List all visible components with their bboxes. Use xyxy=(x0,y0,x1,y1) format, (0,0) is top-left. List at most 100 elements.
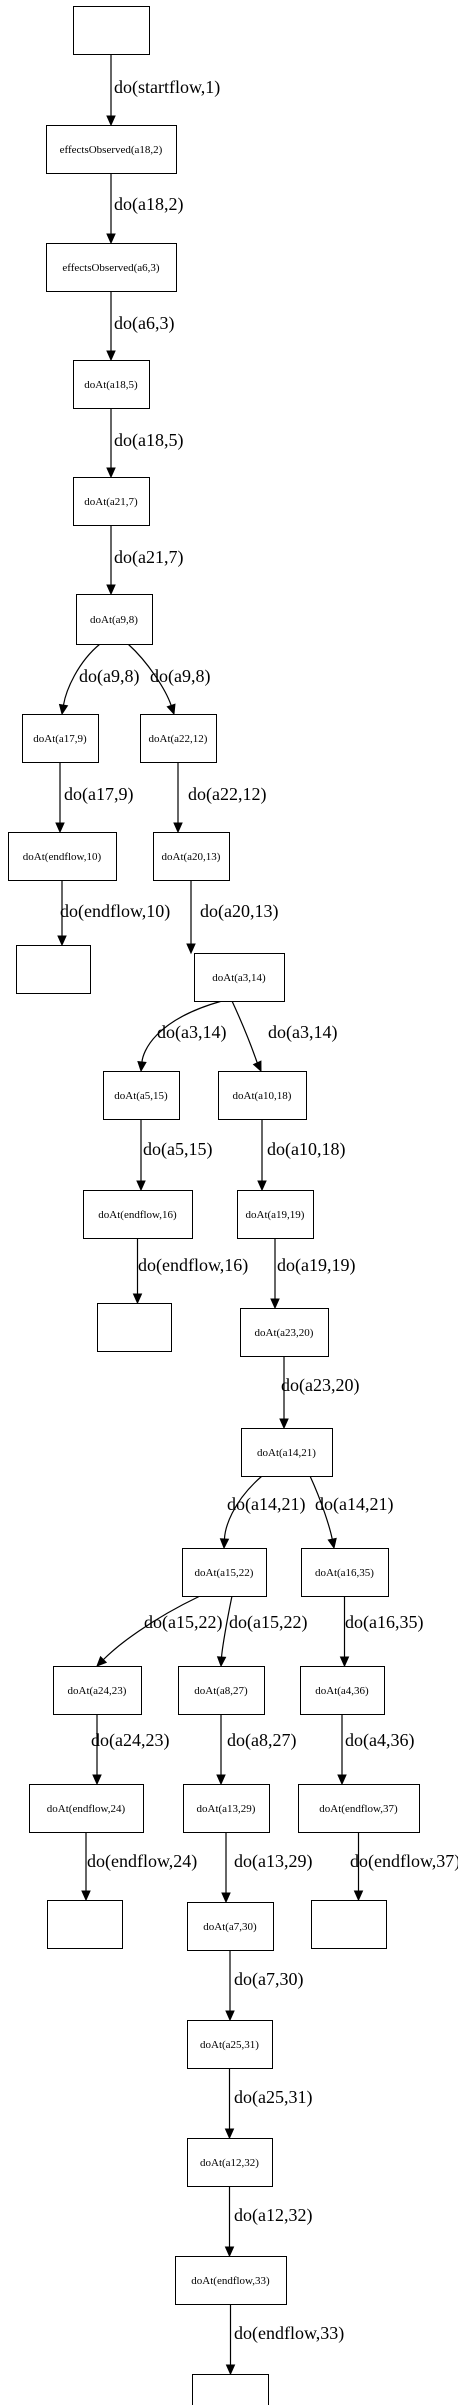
node-box xyxy=(175,2256,287,2305)
arrowhead-icon xyxy=(225,2364,236,2376)
edge-line xyxy=(223,1475,263,1540)
arrowhead-icon xyxy=(106,350,116,362)
arrowhead-icon xyxy=(186,943,196,955)
edge: do(a7,30) xyxy=(225,1950,303,2022)
edge-line xyxy=(220,1595,233,1658)
edge-label: do(a22,12) xyxy=(188,784,266,805)
edge-line xyxy=(141,1000,223,1063)
node-label: doAt(a16,35) xyxy=(315,1567,374,1579)
node-label: doAt(a25,31) xyxy=(200,2039,259,2051)
state-node: doAt(endflow,24) xyxy=(29,1784,144,1833)
arrowhead-icon xyxy=(221,1892,231,1904)
node-label: doAt(a21,7) xyxy=(84,496,138,508)
node-label: doAt(a15,22) xyxy=(195,1567,254,1579)
node-box xyxy=(73,477,150,526)
edge: do(a19,19) xyxy=(270,1238,355,1310)
edge: do(a5,15) xyxy=(136,1119,212,1192)
arrowhead-icon xyxy=(339,1656,350,1668)
edge-label: do(a5,15) xyxy=(143,1139,212,1160)
edge: do(a15,22) xyxy=(216,1595,307,1668)
state-node: doAt(a25,31) xyxy=(187,2020,273,2069)
state-node: doAt(a3,14) xyxy=(194,953,285,1002)
state-node: effectsObserved(a18,2) xyxy=(46,125,177,174)
node-box xyxy=(8,832,117,881)
arrowhead-icon xyxy=(257,1180,267,1192)
edge: do(a10,18) xyxy=(257,1119,345,1192)
node-box xyxy=(46,243,177,292)
edge-label: do(a18,2) xyxy=(114,194,183,215)
node-label: doAt(a18,5) xyxy=(84,379,138,391)
edge-label: do(a9,8) xyxy=(79,666,139,687)
edge-label: do(a20,13) xyxy=(200,901,278,922)
node-box xyxy=(300,1666,385,1715)
edge-label: do(a10,18) xyxy=(267,1139,345,1160)
arrowhead-icon xyxy=(132,1293,143,1305)
state-node: doAt(a5,15) xyxy=(103,1071,180,1120)
node-box xyxy=(218,1071,307,1120)
edge: do(endflow,33) xyxy=(225,2304,344,2376)
node-box xyxy=(46,125,177,174)
node-box xyxy=(97,1303,172,1352)
arrowhead-icon xyxy=(270,1298,280,1310)
edge-label: do(a9,8) xyxy=(150,666,210,687)
state-node: doAt(a9,8) xyxy=(76,594,153,645)
state-node: doAt(endflow,10) xyxy=(8,832,117,881)
state-node: doAt(a15,22) xyxy=(182,1548,267,1597)
node-label: doAt(a23,20) xyxy=(255,1327,314,1339)
edges-layer: do(startflow,1)do(a18,2)do(a6,3)do(a18,5… xyxy=(55,54,458,2376)
arrowhead-icon xyxy=(137,1061,147,1073)
node-box xyxy=(192,2374,269,2405)
arrowhead-icon xyxy=(81,1890,91,1902)
node-box xyxy=(29,1784,144,1833)
arrowhead-icon xyxy=(327,1537,337,1550)
edge-label: do(endflow,24) xyxy=(87,1851,197,1872)
state-node: doAt(a10,18) xyxy=(218,1071,307,1120)
terminal-node xyxy=(47,1900,123,1949)
node-box xyxy=(140,714,217,763)
arrowhead-icon xyxy=(173,822,183,834)
edge: do(a20,13) xyxy=(186,880,278,955)
node-label: doAt(a8,27) xyxy=(194,1685,248,1697)
edge-label: do(a8,27) xyxy=(227,1730,296,1751)
edge-label: do(a12,32) xyxy=(234,2205,312,2226)
node-label: effectsObserved(a6,3) xyxy=(62,262,160,274)
node-box xyxy=(311,1900,387,1949)
edge: do(a16,35) xyxy=(339,1596,423,1668)
node-label: doAt(endflow,24) xyxy=(47,1803,126,1815)
node-label: doAt(a3,14) xyxy=(212,972,266,984)
node-box xyxy=(182,1548,267,1597)
edge-line xyxy=(127,643,172,706)
edge-label: do(a15,22) xyxy=(144,1612,222,1633)
arrowhead-icon xyxy=(58,703,69,716)
edge-label: do(endflow,10) xyxy=(60,901,170,922)
arrowhead-icon xyxy=(106,584,116,596)
arrowhead-icon xyxy=(106,467,116,479)
node-box xyxy=(298,1784,420,1833)
edge-label: do(a14,21) xyxy=(227,1494,305,1515)
edge: do(endflow,37) xyxy=(350,1832,458,1902)
arrowhead-icon xyxy=(337,1774,347,1786)
arrowhead-icon xyxy=(92,1774,102,1786)
node-label: doAt(a24,23) xyxy=(68,1685,127,1697)
edge: do(a3,14) xyxy=(137,1000,226,1073)
node-box xyxy=(47,1900,123,1949)
state-node: doAt(a20,13) xyxy=(153,832,230,881)
node-label: doAt(a19,19) xyxy=(246,1209,305,1221)
state-node: doAt(endflow,37) xyxy=(298,1784,420,1833)
edge: do(a24,23) xyxy=(91,1714,169,1786)
state-node: effectsObserved(a6,3) xyxy=(46,243,177,292)
state-node: doAt(endflow,16) xyxy=(83,1190,193,1239)
edge: do(a25,31) xyxy=(224,2068,312,2140)
arrowhead-icon xyxy=(96,1655,108,1667)
node-box xyxy=(194,953,285,1002)
state-node: doAt(a13,29) xyxy=(183,1784,270,1833)
edge: do(a21,7) xyxy=(106,525,183,596)
node-box xyxy=(178,1666,265,1715)
state-node: doAt(a14,21) xyxy=(241,1428,333,1477)
edge-line xyxy=(309,1475,333,1540)
node-label: doAt(endflow,10) xyxy=(23,851,102,863)
state-node: doAt(a8,27) xyxy=(178,1666,265,1715)
edge: do(a3,14) xyxy=(231,1000,337,1073)
edge-label: do(endflow,16) xyxy=(138,1255,248,1276)
arrowhead-icon xyxy=(57,935,67,947)
